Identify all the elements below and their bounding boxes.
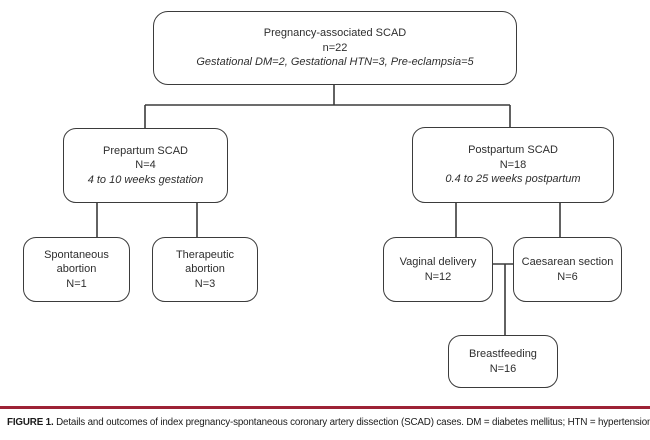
node-title: Prepartum SCAD	[103, 144, 188, 157]
node-detail: 0.4 to 25 weeks postpartum	[445, 173, 581, 186]
node-breastfeeding: Breastfeeding N=16	[448, 335, 558, 388]
node-count: N=1	[66, 277, 87, 290]
node-postpartum-scad: Postpartum SCAD N=18 0.4 to 25 weeks pos…	[412, 127, 614, 203]
node-therapeutic-abortion: Therapeutic abortion N=3	[152, 237, 258, 302]
figure-caption-label: FIGURE 1.	[7, 417, 54, 428]
node-count: N=3	[194, 277, 216, 290]
node-title: Caesarean section	[521, 255, 614, 268]
node-title: Therapeutic abortion	[175, 248, 235, 276]
figure-rule	[0, 406, 650, 409]
node-count: N=4	[135, 159, 156, 172]
node-count: N=16	[489, 362, 517, 375]
node-detail: 4 to 10 weeks gestation	[87, 173, 204, 186]
node-count: n=22	[322, 41, 348, 54]
node-title: Spontaneous abortion	[44, 248, 109, 276]
node-spontaneous-abortion: Spontaneous abortion N=1	[23, 237, 130, 302]
node-prepartum-scad: Prepartum SCAD N=4 4 to 10 weeks gestati…	[63, 128, 228, 203]
node-caesarean-section: Caesarean section N=6	[513, 237, 622, 302]
node-title: Postpartum SCAD	[468, 144, 558, 157]
node-count: N=6	[557, 270, 578, 283]
figure-caption: FIGURE 1. Details and outcomes of index …	[7, 417, 650, 428]
node-count: N=12	[424, 270, 452, 283]
node-title: Vaginal delivery	[399, 255, 477, 268]
node-title: Breastfeeding	[469, 347, 537, 360]
node-pregnancy-associated-scad: Pregnancy-associated SCAD n=22 Gestation…	[153, 11, 517, 85]
node-count: N=18	[499, 158, 527, 171]
node-detail: Gestational DM=2, Gestational HTN=3, Pre…	[196, 56, 474, 69]
node-vaginal-delivery: Vaginal delivery N=12	[383, 237, 493, 302]
figure-caption-text: Details and outcomes of index pregnancy-…	[53, 417, 650, 428]
node-title: Pregnancy-associated SCAD	[263, 27, 407, 40]
